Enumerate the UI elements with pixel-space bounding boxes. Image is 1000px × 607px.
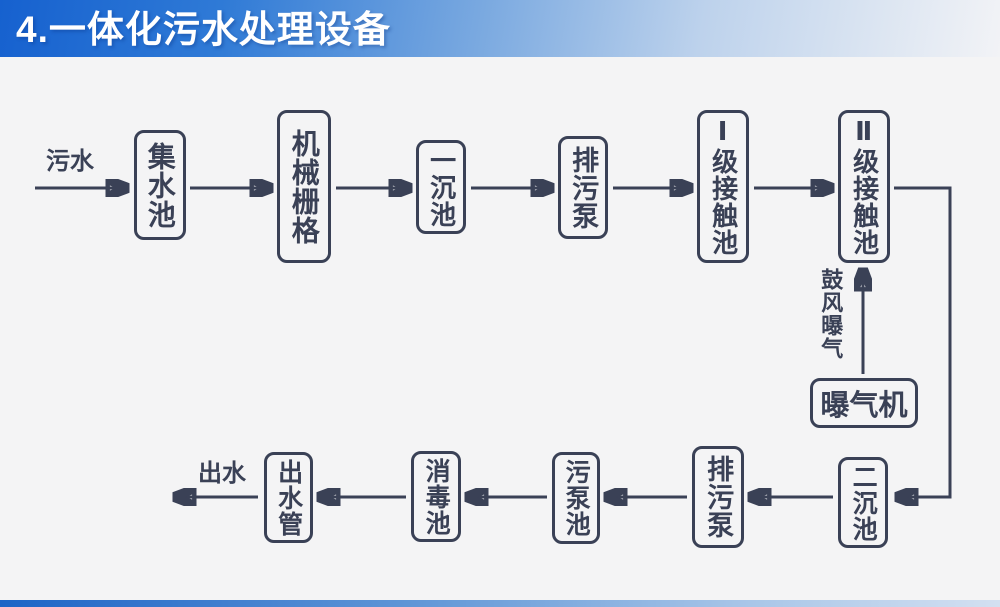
node-outlet-pipe: 出水管	[264, 452, 313, 543]
aeration-label: 鼓风曝气	[818, 268, 844, 360]
node-primary-sedimentation-tank: 一沉池	[416, 140, 466, 234]
node-secondary-sedimentation-tank: 二沉池	[838, 457, 888, 548]
arrow-stage2-to-secondary	[894, 186, 952, 497]
node-label: Ⅰ级接触池	[708, 117, 739, 256]
node-label: 排污泵	[703, 455, 734, 539]
node-sludge-pump-tank: 污泵池	[552, 452, 600, 544]
node-collection-tank: 集水池	[134, 130, 186, 240]
node-stage1-contact-tank: Ⅰ级接触池	[697, 110, 749, 263]
node-label: 污泵池	[562, 459, 591, 537]
node-sewage-pump-bottom: 排污泵	[692, 446, 744, 548]
slide-header: 4.一体化污水处理设备	[0, 0, 1000, 57]
node-sewage-pump-top: 排污泵	[558, 136, 608, 239]
node-stage2-contact-tank: Ⅱ级接触池	[838, 110, 890, 263]
bottom-accent-bar	[0, 600, 1000, 607]
node-label: 二沉池	[849, 463, 878, 542]
page-title: 4.一体化污水处理设备	[16, 9, 391, 50]
node-label: Ⅱ级接触池	[849, 117, 880, 256]
node-aerator: 曝气机	[810, 378, 918, 428]
node-label: 排污泵	[568, 145, 599, 230]
node-label: 机械栅格	[288, 128, 320, 245]
inflow-label: 污水	[46, 148, 94, 175]
node-label: 一沉池	[426, 146, 457, 228]
node-label: 出水管	[274, 458, 303, 537]
node-mechanical-grid: 机械栅格	[277, 110, 331, 263]
node-label: 消毒池	[422, 457, 451, 536]
outflow-label: 出水	[198, 460, 246, 487]
node-label: 集水池	[144, 141, 176, 229]
node-disinfection-tank: 消毒池	[411, 451, 461, 542]
node-label: 曝气机	[820, 390, 908, 422]
